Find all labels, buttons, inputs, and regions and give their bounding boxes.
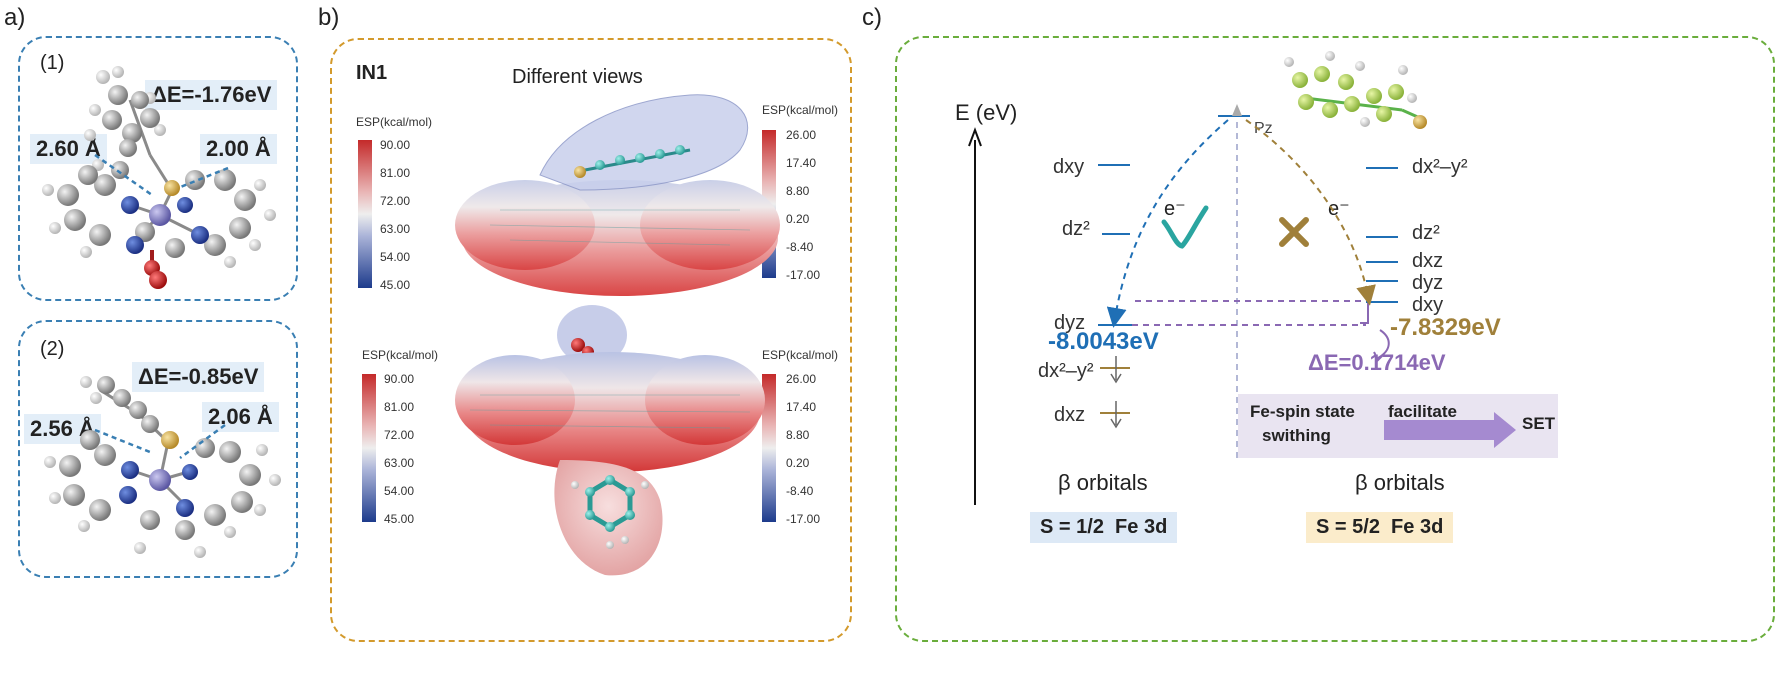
right-orbital-levels [1366, 167, 1398, 303]
check-icon [1161, 205, 1209, 249]
colorbar-title-bottom-right: ESP(kcal/mol) [762, 348, 839, 362]
colorbar-title-top-right: ESP(kcal/mol) [762, 103, 839, 117]
colorbar-title-top-left: ESP(kcal/mol) [356, 115, 433, 129]
forbidden-transfer-arrow [1245, 119, 1376, 306]
panel-b-title: Different views [512, 66, 643, 88]
panel-b-name: IN1 [356, 62, 388, 84]
panel-label-a: a) [4, 4, 26, 31]
energy-axis-label: E (eV) [955, 100, 1018, 125]
right-orbital-dz2-label: dz² [1412, 222, 1440, 244]
left-orbital-dxz-label: dxz [1054, 404, 1086, 426]
facilitate-arrow-icon [1384, 412, 1516, 448]
right-orbital-dx2y2-label: dx²–y² [1412, 156, 1468, 178]
delta-e-value: ΔE=0.1714eV [1308, 350, 1446, 375]
colorbar-bottom-right [762, 374, 776, 522]
left-orbital-levels [1098, 164, 1132, 326]
left-filled-levels [1100, 367, 1130, 414]
esp-surface-top [455, 94, 780, 296]
electron-right: e⁻ [1328, 198, 1350, 220]
set-box-line2: swithing [1262, 426, 1331, 445]
molecule-structure-2 [44, 376, 281, 558]
right-energy-value: -7.8329eV [1390, 314, 1501, 341]
left-orbital-dz2-label: dz² [1062, 218, 1090, 240]
panel-a-box-2 [18, 320, 298, 578]
sub2-dist-right: 2.06 Å [202, 402, 279, 432]
pz-label: Pz [1254, 120, 1273, 137]
colorbar-title-bottom-left: ESP(kcal/mol) [362, 348, 439, 362]
right-orbital-dxz-label: dxz [1412, 250, 1444, 272]
left-orbital-dyz-label: dyz [1054, 312, 1086, 334]
left-energy-value: -8.0043eV [1048, 328, 1159, 355]
panel-label-c: c) [862, 4, 882, 31]
set-box-facilitate: facilitate [1388, 402, 1457, 421]
beta-orbitals-left: β orbitals [1058, 470, 1148, 495]
esp-surface-bottom [455, 305, 765, 576]
energy-gap-bracket [1360, 303, 1390, 362]
sub1-number: (1) [40, 52, 65, 74]
sub2-delta-e: ΔE=-0.85eV [132, 362, 265, 392]
colorbar-top-left [358, 140, 372, 288]
cross-icon [1279, 217, 1309, 247]
panel-label-b: b) [318, 4, 340, 31]
right-orbital-dyz-label: dyz [1412, 272, 1444, 294]
panel-c-box [895, 36, 1775, 642]
set-box-set: SET [1522, 414, 1556, 433]
left-orbital-dxy-label: dxy [1053, 156, 1085, 178]
allowed-transfer-arrow [1106, 119, 1229, 328]
spin-right-badge: S = 5/2 Fe 3d [1306, 512, 1454, 543]
sub1-delta-e: ΔE=-1.76eV [145, 80, 278, 110]
sub1-dist-right: 2.00 Å [200, 134, 277, 164]
spin-left-badge: S = 1/2 Fe 3d [1030, 512, 1178, 543]
sub2-number: (2) [40, 338, 65, 360]
electron-left: e⁻ [1164, 198, 1186, 220]
left-spin-arrows [1110, 356, 1122, 429]
right-orbital-dxy-label: dxy [1412, 294, 1444, 316]
panel-b-box [330, 38, 852, 642]
energy-axis [968, 127, 982, 505]
pz-electron-up [1232, 104, 1242, 116]
beta-orbitals-right: β orbitals [1355, 470, 1445, 495]
colorbar-bottom-left [362, 374, 376, 522]
molecule-structure-1 [42, 66, 276, 289]
energy-gap-lines [1132, 300, 1366, 326]
thiophenolate-molecule [1284, 51, 1427, 129]
set-box-line1: Fe-spin state [1250, 402, 1355, 421]
panel-a-box-1 [18, 36, 298, 301]
left-orbital-dx2y2-label: dx²–y² [1038, 360, 1094, 382]
